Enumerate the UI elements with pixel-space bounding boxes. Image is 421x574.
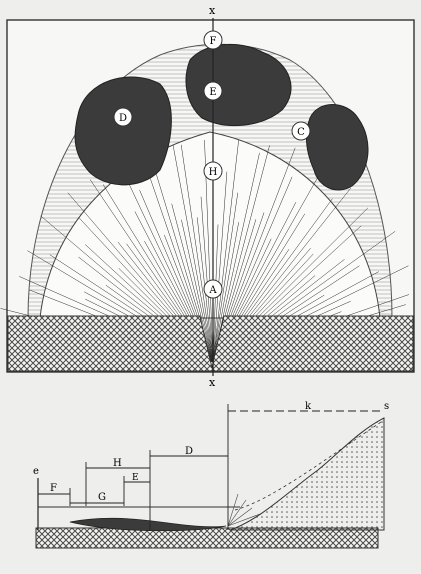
axis-top-label: x	[209, 4, 216, 17]
zone-label-e: E	[209, 87, 216, 98]
slope-body	[230, 418, 384, 530]
top-diagram: x x F E D C H A	[1, 4, 415, 389]
dark-mass-left	[75, 77, 171, 185]
dim-label-s: s	[384, 401, 389, 412]
bottom-base-hatch	[36, 528, 378, 548]
dim-label-f: F	[50, 483, 57, 494]
zone-label-a: A	[208, 285, 217, 296]
dim-label-h: H	[113, 458, 122, 469]
dim-label-k: k	[305, 401, 312, 412]
zone-label-c: C	[297, 127, 305, 138]
zone-label-f: F	[210, 36, 217, 47]
zone-label-d: D	[119, 113, 127, 124]
dim-label-e2: E	[132, 473, 139, 483]
zone-marker-f: F	[204, 31, 222, 49]
zone-marker-h: H	[204, 162, 222, 180]
dim-label-g: G	[98, 492, 106, 503]
dim-label-e: e	[33, 466, 39, 477]
zone-marker-d: D	[114, 108, 132, 126]
zone-label-h: H	[209, 167, 218, 178]
zone-marker-a: A	[204, 280, 222, 298]
zone-marker-e: E	[204, 82, 222, 100]
axis-bottom-label: x	[209, 376, 216, 389]
zone-marker-c: C	[292, 122, 310, 140]
dim-label-d: D	[185, 446, 193, 457]
bottom-diagram: k s e F H D E G	[33, 401, 389, 548]
